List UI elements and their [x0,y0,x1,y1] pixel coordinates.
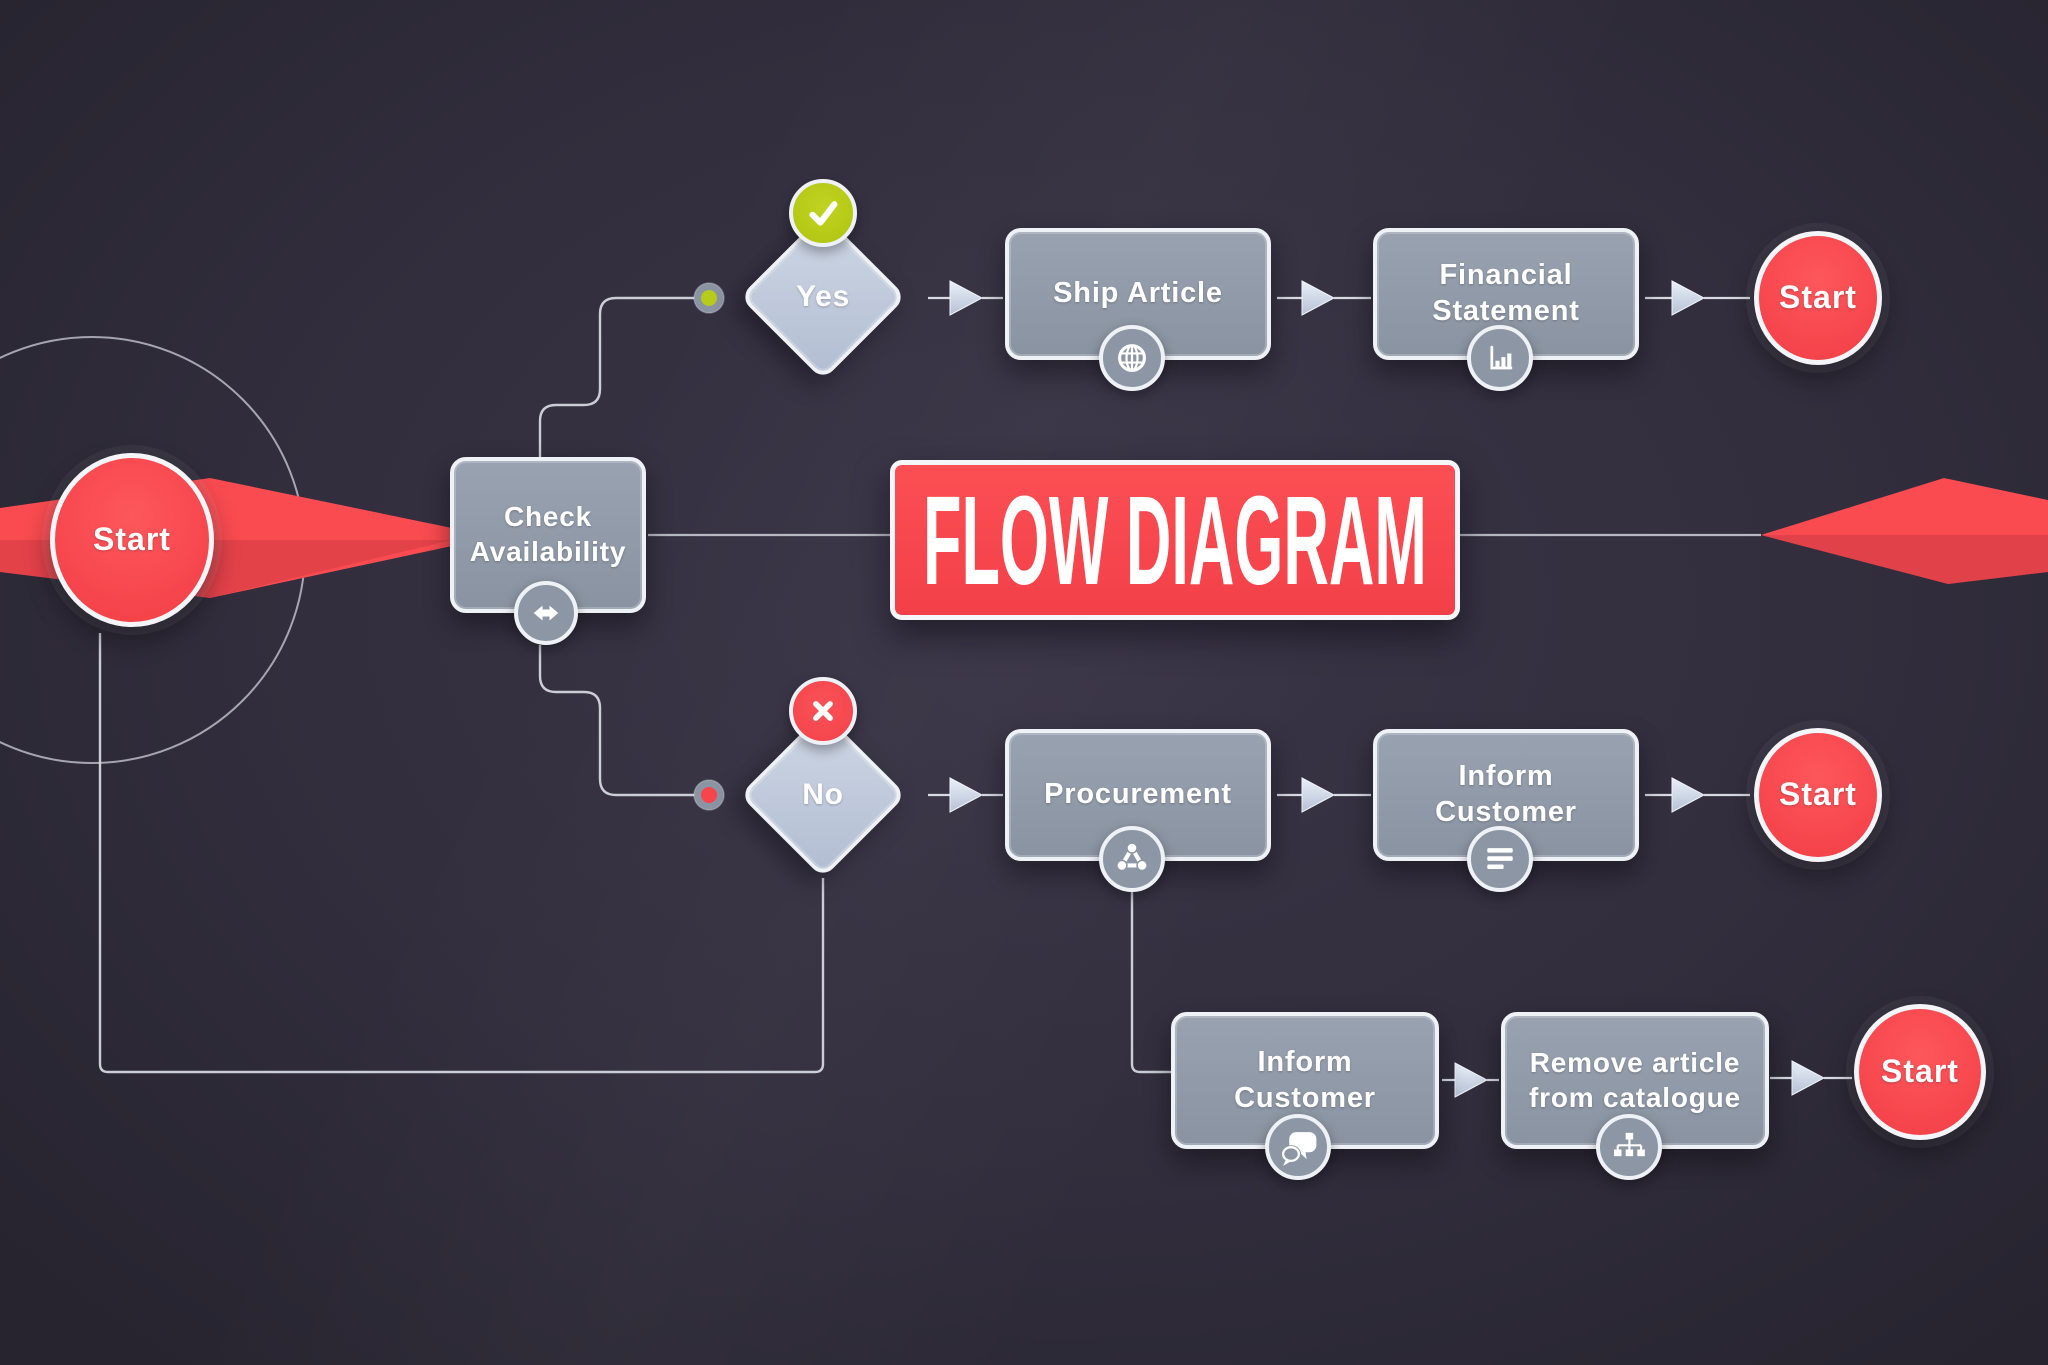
start-node-left: Start [50,453,214,627]
yes-branch-dot [693,282,725,314]
arrow-remove-to-start [1770,1060,1852,1096]
no-branch-dot [693,779,725,811]
ship-article-label: Ship Article [1053,277,1223,310]
inform-customer-mid-label: Inform Customer [1435,760,1577,828]
start-node-bottom-right-label: Start [1881,1053,1959,1090]
financial-statement-badge [1467,325,1533,391]
list-icon [1487,848,1513,869]
arrow-financial-to-start [1645,280,1750,316]
sitemap-icon [1614,1132,1645,1157]
start-node-mid-right: Start [1754,728,1882,862]
start-node-mid-right-label: Start [1779,776,1857,813]
arrow-ship-to-financial [1277,280,1371,316]
start-node-top-right-label: Start [1779,279,1857,316]
arrow-procurement-to-inform [1277,777,1371,813]
connector-procurement-to-inform-customer [1130,892,1171,1074]
procurement-badge [1099,826,1165,892]
connector-check-to-yes [538,296,696,457]
remove-article-badge [1596,1114,1662,1180]
red-ribbon-right [1761,478,2048,584]
no-label: No [802,778,844,812]
start-node-bottom-right: Start [1854,1004,1986,1140]
molecule-icon [1116,842,1148,872]
procurement-label: Procurement [1044,778,1232,811]
connector-check-to-no [538,645,696,797]
swap-horizontal-icon [533,605,559,621]
inform-customer-bottom-badge [1265,1114,1331,1180]
ship-article-badge [1099,325,1165,391]
start-node-left-label: Start [93,521,171,558]
yes-decision-node: Yes [739,213,907,381]
remove-article-label: Remove article from catalogue [1529,1046,1741,1113]
check-availability-node: Check Availability [450,457,646,613]
arrow-yes-to-ship-article [928,280,1003,316]
no-cross-badge [789,677,857,745]
financial-statement-label: Financial Statement [1432,259,1580,327]
chat-bubbles-icon [1280,1132,1317,1166]
arrow-no-to-procurement [928,777,1003,813]
bar-chart-icon [1490,345,1513,370]
cross-icon [813,701,833,721]
feedback-connector-no-to-start [98,633,825,1074]
yes-check-badge [789,179,857,247]
no-decision-node: No [739,711,907,879]
check-icon [809,201,838,226]
globe-icon [1118,344,1146,372]
inform-customer-bottom-label: Inform Customer [1234,1045,1376,1114]
title-banner: FLOW DIAGRAM [890,460,1460,620]
check-availability-label: Check Availability [469,501,627,567]
page-title: FLOW DIAGRAM [923,469,1427,611]
arrow-inform-to-remove [1442,1062,1499,1098]
start-node-top-right: Start [1754,231,1882,365]
inform-customer-mid-badge [1467,826,1533,892]
arrow-inform-to-start [1645,777,1750,813]
yes-label: Yes [795,280,851,314]
check-availability-badge [514,581,578,645]
